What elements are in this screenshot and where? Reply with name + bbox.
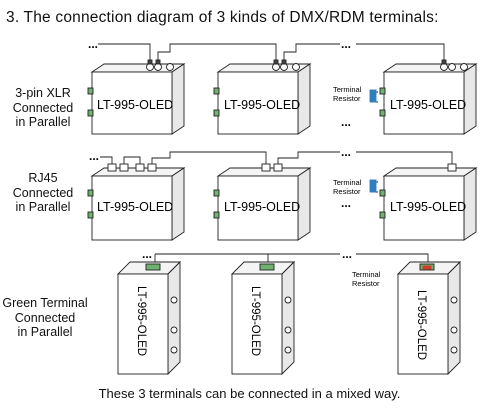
ellipsis: ... xyxy=(88,37,98,51)
dmx-cable xyxy=(154,253,429,266)
device-green-1 xyxy=(116,260,182,376)
row-label-xlr: 3-pin XLR Connected in Parallel xyxy=(4,86,82,130)
dmx-cable xyxy=(100,151,453,166)
ellipsis: ... xyxy=(341,196,351,210)
device-label: LT-995-OLED xyxy=(415,290,427,360)
row-label-line: RJ45 xyxy=(28,171,58,185)
row-label-line: in Parallel xyxy=(15,115,71,129)
row-label-rj45: RJ45 Connected in Parallel xyxy=(4,171,82,215)
ellipsis: ... xyxy=(89,149,99,163)
row-label-line: in Parallel xyxy=(17,325,73,339)
row-label-line: in Parallel xyxy=(15,200,71,214)
terminal-resistor-label: Terminal xyxy=(352,270,381,279)
device-green-3 xyxy=(396,260,462,376)
device-xlr-1 xyxy=(87,59,186,135)
ellipsis: ... xyxy=(341,115,351,129)
device-label: LT-995-OLED xyxy=(224,98,300,112)
page-title: 3. The connection diagram of 3 kinds of … xyxy=(6,9,439,26)
ellipsis: ... xyxy=(341,37,351,51)
row-label-line: Connected xyxy=(12,185,74,200)
device-rj45-2 xyxy=(213,163,312,241)
terminal-resistor-label: Resistor xyxy=(333,187,361,196)
device-label: LT-995-OLED xyxy=(97,200,173,214)
row-label-line: Connected xyxy=(14,310,76,325)
ellipsis: ... xyxy=(341,145,351,159)
device-green-2 xyxy=(230,260,296,376)
footer-note: These 3 terminals can be connected in a … xyxy=(98,386,401,401)
terminal-resistor-label: Resistor xyxy=(333,94,361,103)
terminal-resistor-label: Resistor xyxy=(352,279,380,288)
dmx-cable xyxy=(98,43,445,62)
device-label: LT-995-OLED xyxy=(390,98,466,112)
device-label: LT-995-OLED xyxy=(97,98,173,112)
device-xlr-2 xyxy=(213,59,312,135)
ellipsis: ... xyxy=(342,247,352,261)
row-label-line: 3-pin XLR xyxy=(15,86,71,100)
terminal-resistor-label: Terminal xyxy=(333,85,362,94)
row-label-line: Green Terminal xyxy=(2,296,88,310)
device-label: LT-995-OLED xyxy=(224,200,300,214)
device-rj45-3 xyxy=(369,163,478,241)
terminal-resistor-label: Terminal xyxy=(333,178,362,187)
device-rj45-1 xyxy=(87,163,186,241)
row-label-line: Connected xyxy=(12,100,74,115)
device-label: LT-995-OLED xyxy=(135,286,147,356)
device-xlr-3 xyxy=(369,59,478,135)
device-label: LT-995-OLED xyxy=(390,200,466,214)
ellipsis: ... xyxy=(142,247,152,261)
device-label: LT-995-OLED xyxy=(249,286,261,356)
row-label-green-terminal: Green Terminal Connected in Parallel xyxy=(2,296,88,340)
